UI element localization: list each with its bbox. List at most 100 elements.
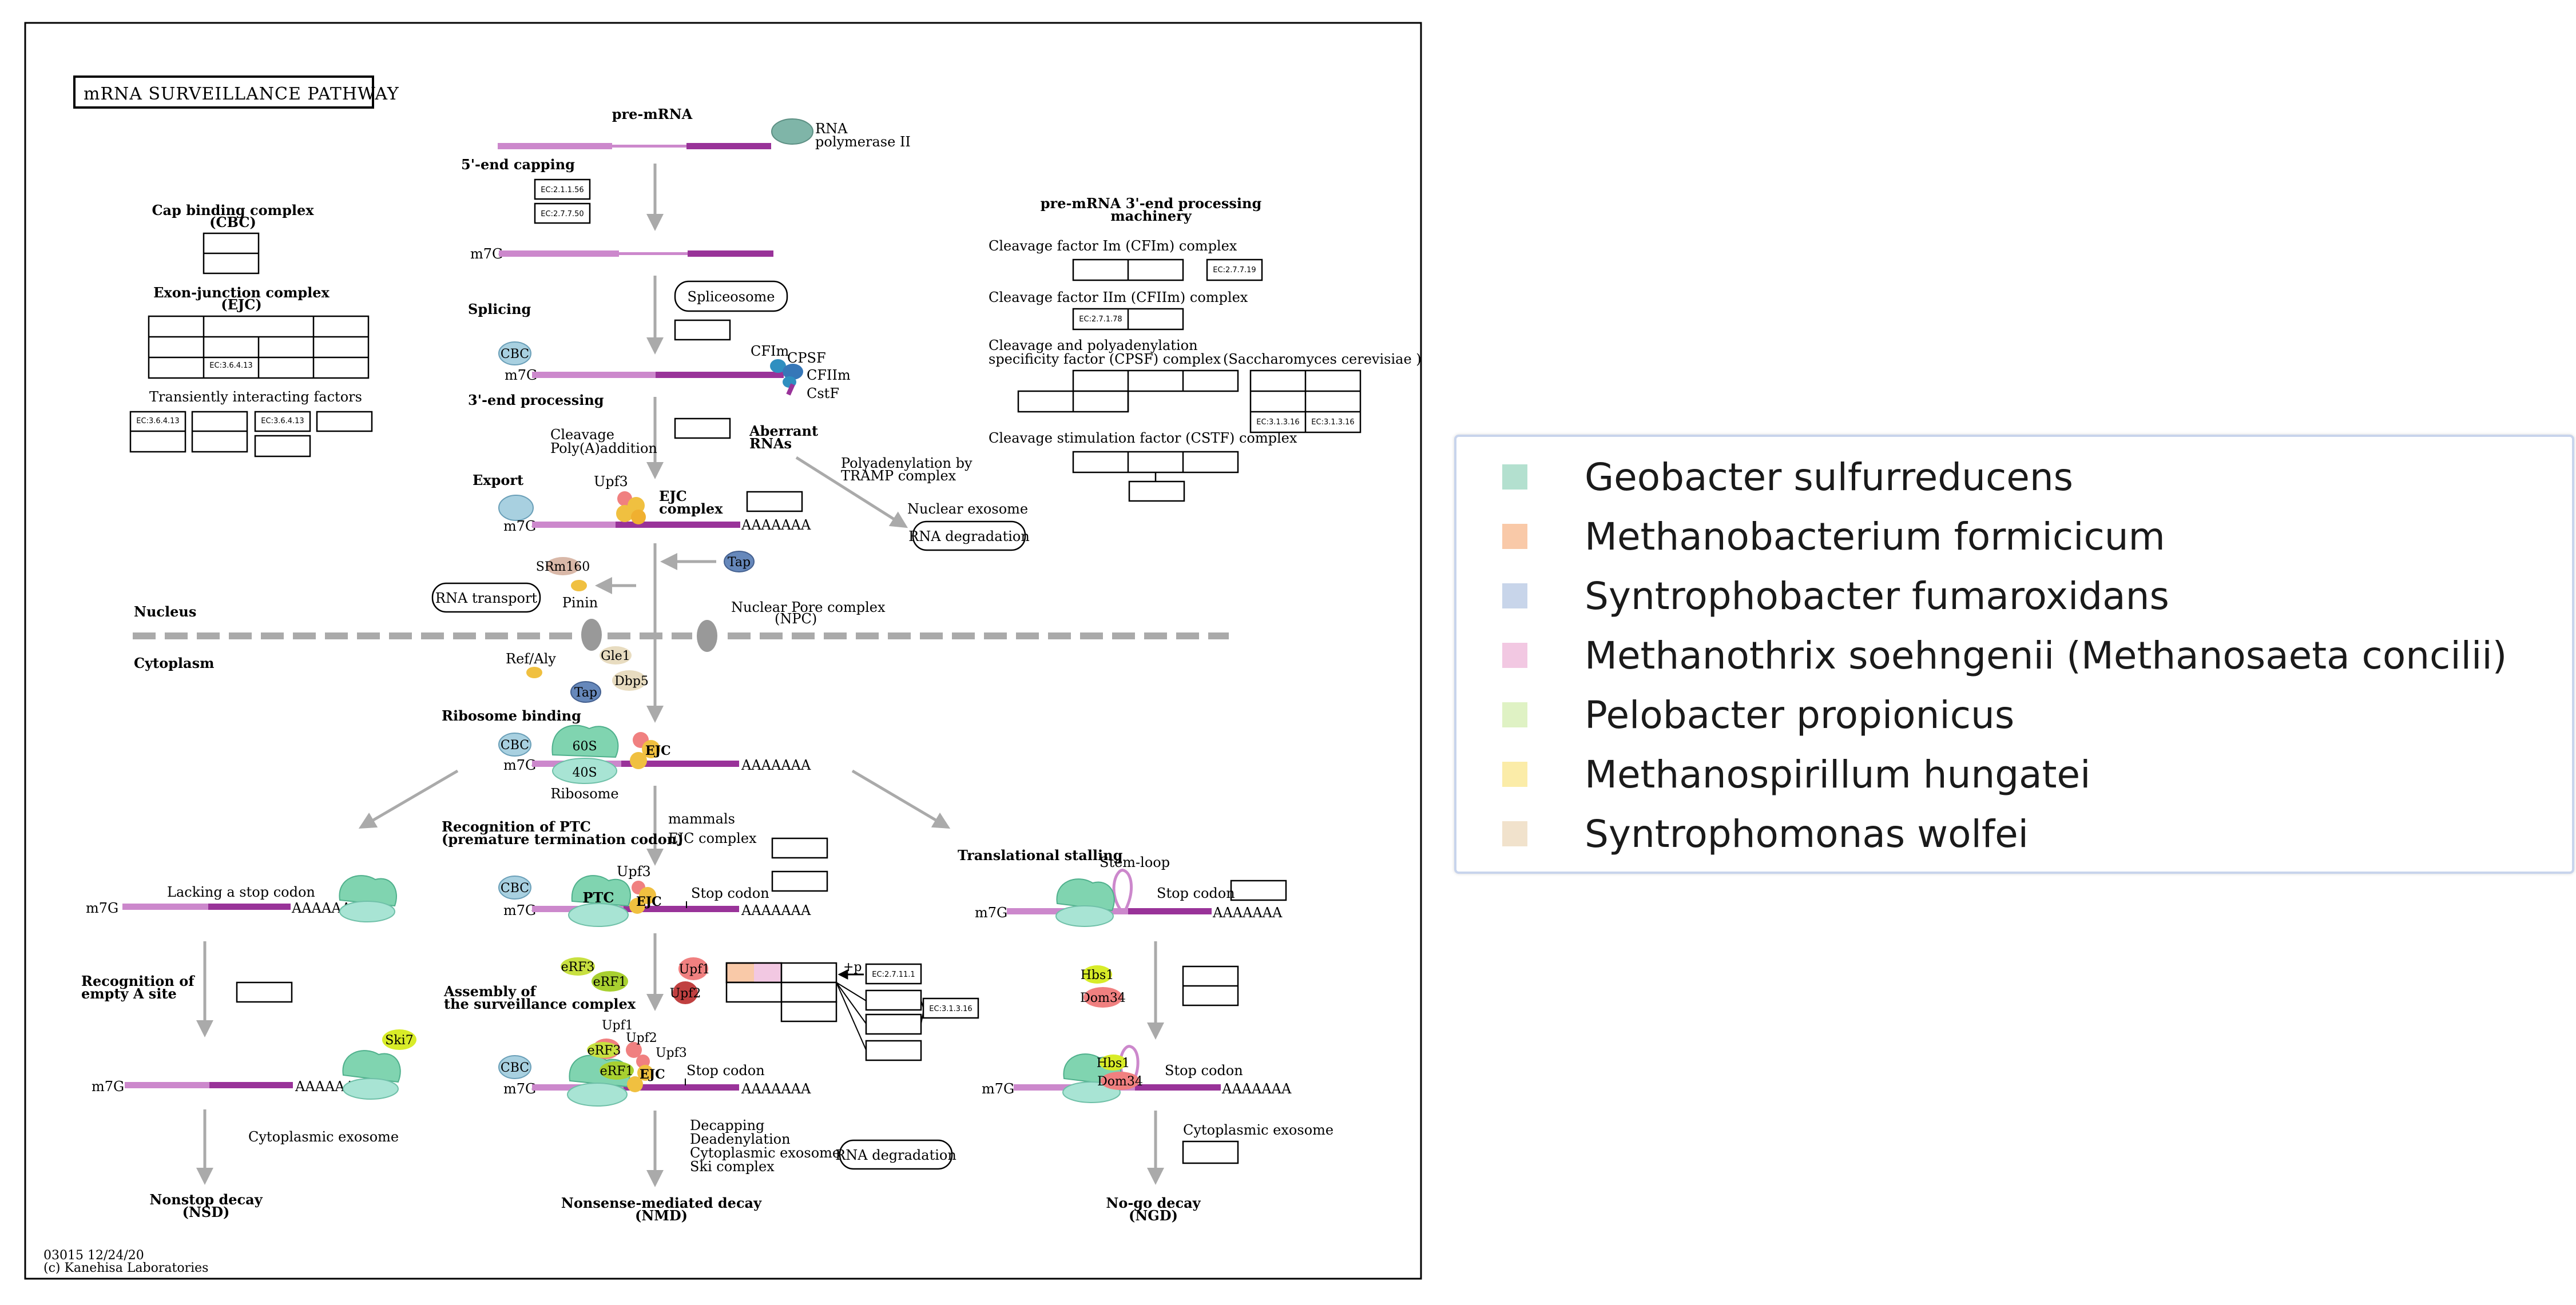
center-column: pre-mRNA RNA polymerase II 5'-end cappin… (133, 106, 1229, 1224)
diagram-frame (24, 22, 1422, 1280)
cbc-label-3: CBC (501, 881, 529, 896)
assembly-label-2: the surveillance complex (444, 996, 636, 1012)
legend-swatch (1502, 762, 1527, 787)
spliceosome-label: Spliceosome (688, 289, 775, 305)
decay-label-4: Ski complex (690, 1159, 775, 1175)
tif-title: Transiently interacting factors (149, 389, 362, 405)
cbc-shape-1 (498, 341, 531, 365)
legend-item: Syntrophobacter fumaroxidans (1502, 573, 2169, 619)
tap-label-2: Tap (574, 686, 597, 700)
polya-ptc: AAAAAAA (741, 902, 811, 918)
ejc-complex-label-2: complex (659, 500, 723, 517)
erf1-label-1: eRF1 (593, 975, 627, 989)
hbs1-label-2: Hbs1 (1097, 1056, 1130, 1071)
legend-swatch (1502, 702, 1527, 727)
ski7-label: Ski7 (385, 1033, 413, 1048)
tif-ec-2: EC:3.6.4.13 (261, 417, 304, 425)
left-panel: Cap binding complex (CBC) Exon-junction … (129, 202, 373, 457)
mammals-label-2: EJC complex (668, 830, 757, 846)
legend-swatch (1502, 464, 1527, 490)
legend-swatch (1502, 643, 1527, 668)
legend-swatch (1502, 583, 1527, 608)
footer-copyright: (c) Kanehisa Laboratories (43, 1261, 208, 1275)
title-box (73, 75, 374, 109)
rna-polymerase-shape (771, 118, 813, 145)
legend-item: Geobacter sulfurreducens (1502, 454, 2073, 500)
ejc-subtitle: (EJC) (221, 296, 261, 313)
ngd-branch: Translational stalling Stem-loop Stop co… (958, 847, 1333, 1224)
upf3-label-1: Upf3 (594, 474, 628, 490)
aberrant-label-2: RNAs (749, 435, 792, 452)
m7g-nsd-2: m7G (92, 1079, 124, 1095)
m7g-nsd-1: m7G (86, 900, 118, 916)
gle1-label: Gle1 (601, 649, 630, 663)
cleavage-label-2: Poly(A)addition (550, 440, 657, 456)
cbc-shape-3 (498, 876, 531, 900)
gle1-shape (600, 646, 632, 665)
cbc-label-4: CBC (501, 1061, 529, 1075)
cpsf-complex-label-2: specificity factor (CPSF) complex (989, 351, 1221, 367)
ribosome-binding-label: Ribosome binding (442, 707, 581, 724)
legend-label: Methanobacterium formicicum (1585, 514, 2165, 559)
ejc-label-ribosome: EJC (645, 743, 671, 758)
cbc-shape-2 (498, 733, 531, 757)
m7g-assembly: m7G (503, 1081, 536, 1097)
hbs1-shape-1 (1082, 965, 1112, 984)
nmd-label-2: (NMD) (635, 1207, 688, 1224)
dom34-label-2: Dom34 (1097, 1075, 1143, 1089)
ec-cpsf-1: EC:3.1.3.16 (1256, 418, 1299, 427)
ejc-label-ptc: EJC (636, 894, 662, 909)
rna-transport-label: RNA transport (435, 590, 538, 606)
ec-upf-2: EC:3.1.3.16 (929, 1005, 972, 1013)
stop-codon-ngd-1: Stop codon (1157, 885, 1235, 901)
nsd-branch: Lacking a stop codon m7G AAAAAAA Recogni… (81, 875, 416, 1220)
legend-label: Methanospirillum hungatei (1585, 752, 2091, 797)
ec-cfiim: EC:2.7.1.78 (1079, 315, 1122, 324)
assembly-label-1: Assembly of (443, 983, 537, 1000)
upf2-label-2: Upf2 (626, 1031, 657, 1045)
rna-degradation-label-2: RNA degradation (835, 1147, 956, 1163)
tap-label-1: Tap (728, 555, 751, 570)
upf3-label-3: Upf3 (656, 1046, 687, 1060)
m7g-export: m7G (503, 518, 536, 534)
srm160-shape (546, 557, 580, 575)
cleavage-label-1: Cleavage (550, 427, 614, 443)
ejc-ec: EC:3.6.4.13 (209, 361, 252, 370)
m7g-ptc: m7G (503, 902, 536, 918)
stop-codon-assembly: Stop codon (686, 1063, 765, 1079)
upf3-label-2: Upf3 (617, 864, 651, 880)
decay-label-3: Cytoplasmic exosome (690, 1145, 840, 1161)
legend-swatch (1502, 524, 1527, 549)
recognition-empty-label-1: Recognition of (81, 973, 195, 989)
polyadenylation-label-1: Polyadenylation by (841, 455, 973, 471)
ec-upf-1: EC:2.7.11.1 (872, 970, 915, 979)
phospho-label: +p (843, 960, 862, 974)
ptc-recognition-label-1: Recognition of PTC (442, 818, 591, 835)
dbp5-label: Dbp5 (614, 674, 649, 689)
ngd-label-2: (NGD) (1129, 1207, 1178, 1224)
legend-label: Syntrophomonas wolfei (1585, 811, 2029, 856)
rna-pol-label-2: polymerase II (815, 134, 911, 150)
ec-cfim: EC:2.7.7.19 (1213, 266, 1256, 274)
stop-codon-ptc: Stop codon (691, 885, 769, 901)
ptc-label: PTC (582, 889, 614, 906)
footer-code: 03015 12/24/20 (43, 1248, 144, 1263)
legend-label: Methanothrix soehngenii (Methanosaeta co… (1585, 633, 2507, 678)
ptc-recognition-label-2: (premature termination codon) (442, 831, 684, 848)
cfiim-complex-label: Cleavage factor IIm (CFIIm) complex (989, 289, 1248, 305)
tif-ec-1: EC:3.6.4.13 (136, 417, 179, 425)
dom34-label-1: Dom34 (1080, 991, 1126, 1005)
hbs1-label-1: Hbs1 (1081, 968, 1114, 982)
m7g-ngd-2: m7G (982, 1081, 1014, 1097)
upf1-label-2: Upf1 (602, 1018, 633, 1033)
legend-item: Methanospirillum hungatei (1502, 751, 2090, 797)
export-label: Export (473, 472, 523, 488)
machinery-title-1: pre-mRNA 3'-end processing (1041, 195, 1262, 212)
legend-label: Syntrophobacter fumaroxidans (1585, 574, 2169, 618)
ngd-exosome-label: Cytoplasmic exosome (1183, 1122, 1333, 1138)
erf3-label-1: eRF3 (561, 960, 595, 974)
erf3-label-2: eRF3 (588, 1044, 621, 1058)
npc-label-1: Nuclear Pore complex (731, 599, 886, 615)
dom34-shape-1 (1083, 987, 1122, 1008)
